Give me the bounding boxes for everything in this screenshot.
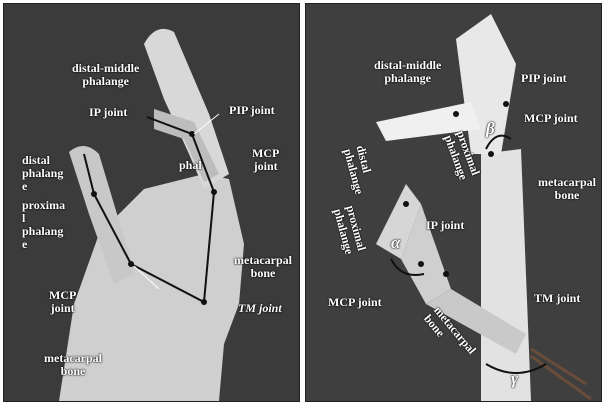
label-proximal-phalange: proxima l phalang e — [22, 199, 65, 251]
label-alpha-angle: α — [391, 236, 400, 249]
label-mcp-joint-thumb: MCP joint — [328, 296, 382, 309]
label-mcp-joint-index: MCP joint — [524, 112, 578, 125]
label-ip-joint: IP joint — [426, 219, 464, 232]
robot-hand-panel: distal-middle phalange PIP joint MCP joi… — [305, 3, 602, 402]
label-distal-phalange: distal phalang e — [22, 154, 63, 193]
label-ip-joint: IP joint — [89, 106, 127, 119]
label-beta-angle: β — [486, 122, 495, 135]
label-mcp-joint-index: MCP joint — [252, 147, 279, 173]
label-tm-joint: TM joint — [534, 292, 580, 305]
label-gamma-angle: γ — [511, 372, 518, 385]
label-metacarpal-bone-thumb: metacarpal bone — [44, 352, 102, 378]
label-distal-middle-phalange: distal-middle phalange — [374, 59, 441, 85]
label-distal-middle-phalange: distal-middle phalange — [72, 62, 139, 88]
label-tm-joint: TM joint — [238, 302, 282, 315]
human-hand-panel: distal-middle phalange PIP joint IP join… — [3, 3, 300, 402]
label-metacarpal-bone-index: metacarpal bone — [234, 254, 292, 280]
label-mcp-joint-thumb: MCP joint — [49, 289, 76, 315]
label-proximal-partial: phal — [179, 159, 202, 172]
label-pip-joint: PIP joint — [521, 72, 567, 85]
label-pip-joint: PIP joint — [229, 104, 275, 117]
label-metacarpal-bone-index: metacarpal bone — [538, 176, 596, 202]
